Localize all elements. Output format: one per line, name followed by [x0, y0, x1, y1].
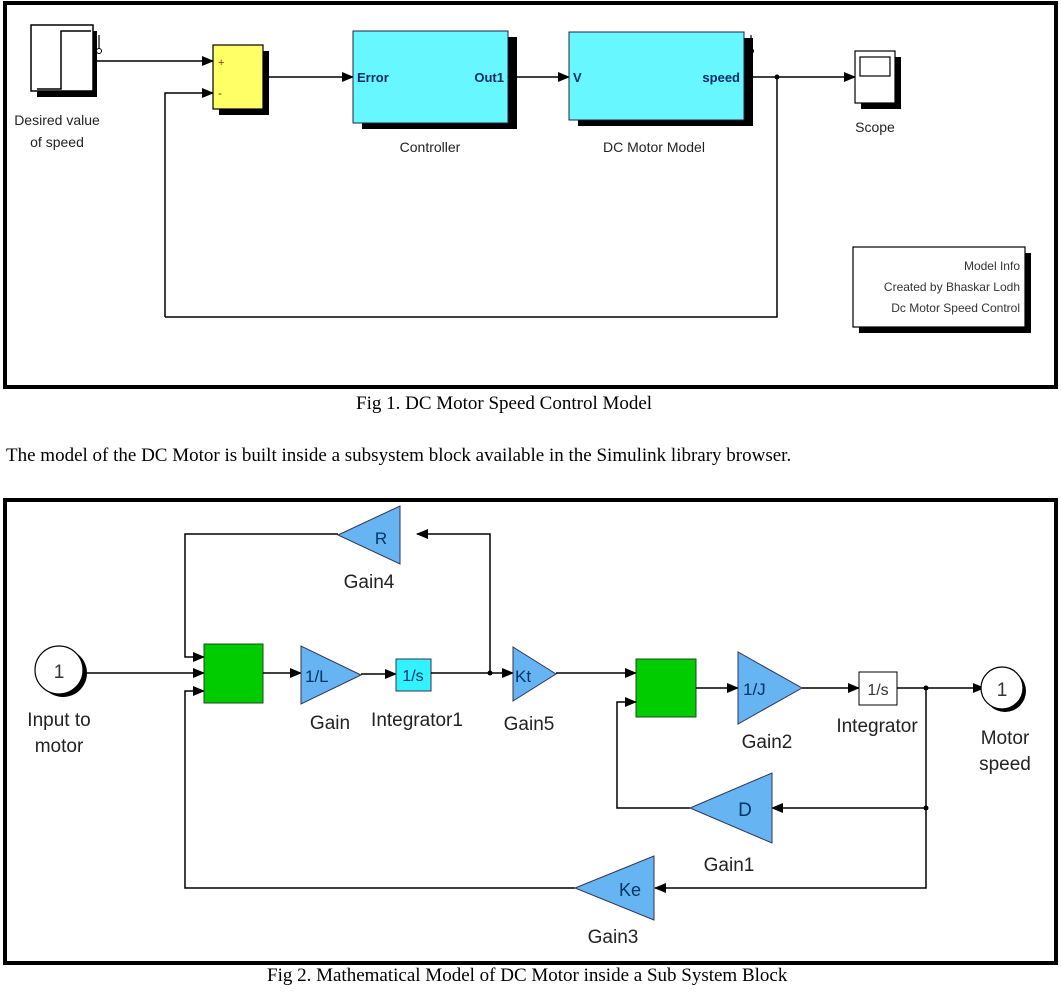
controller-block[interactable] — [352, 30, 517, 129]
signal-gain4-to-sum1 — [184, 533, 338, 662]
gain1-value: D — [738, 800, 752, 821]
figure-2-caption: Fig 2. Mathematical Model of DC Motor in… — [267, 965, 788, 986]
branch-point-speed-2 — [923, 805, 929, 811]
gain2-value: 1/J — [743, 680, 766, 699]
gain5-label: Gain5 — [504, 714, 555, 735]
controller-label: Controller — [400, 139, 461, 155]
integrator1-label: Integrator1 — [371, 710, 463, 731]
gain2-label: Gain2 — [742, 732, 793, 753]
figure-1-diagram: Desired value of speed + - Error Out1 Co… — [14, 24, 1031, 333]
controller-out-port: Out1 — [474, 70, 504, 85]
outport-label-line2: speed — [979, 754, 1031, 775]
gain4-block[interactable] — [336, 505, 401, 565]
model-info-line3: Dc Motor Speed Control — [891, 301, 1020, 315]
gain3-block[interactable] — [573, 855, 655, 921]
gain4-value: R — [375, 529, 387, 548]
inport-label-line1: Input to — [27, 710, 90, 731]
signal-gain3-to-sum1 — [184, 686, 575, 889]
step-label-line2: of speed — [30, 134, 84, 150]
integrator-value: 1/s — [867, 682, 888, 699]
gain-label: Gain — [310, 713, 350, 734]
gain3-label: Gain3 — [588, 927, 639, 948]
branch-point — [774, 74, 780, 80]
sum1-block[interactable] — [203, 643, 264, 704]
step-label-line1: Desired value — [14, 112, 100, 128]
gain1-label: Gain1 — [704, 855, 755, 876]
outport-number: 1 — [997, 680, 1008, 701]
model-info-block[interactable] — [852, 246, 1031, 333]
outport-label-line1: Motor — [981, 728, 1030, 749]
figure-1-caption: Fig 1. DC Motor Speed Control Model — [356, 393, 653, 414]
dc-motor-model-block[interactable] — [568, 31, 754, 126]
body-paragraph: The model of the DC Motor is built insid… — [6, 445, 792, 466]
integrator-label: Integrator — [836, 716, 918, 737]
controller-in-port: Error — [357, 70, 389, 85]
gain1-block[interactable] — [688, 772, 773, 844]
signal-feedback-to-sum — [164, 88, 214, 317]
signal-feedback-path — [165, 77, 778, 318]
scope-block[interactable] — [854, 50, 901, 109]
figure-2-canvas: 1 Input to motor 1/L Gain 1/s Integrator… — [3, 498, 1058, 965]
model-info-line1: Model Info — [964, 259, 1020, 273]
signal-speed-to-gain3 — [654, 688, 927, 893]
gain-block[interactable] — [300, 645, 363, 705]
motor-label: DC Motor Model — [603, 139, 705, 155]
gain5-value: Kt — [515, 667, 531, 686]
figure-2-diagram: 1 Input to motor 1/L Gain 1/s Integrator… — [27, 505, 1031, 948]
sum-block[interactable] — [212, 44, 269, 115]
inport-number: 1 — [54, 662, 65, 683]
inport-label-line2: motor — [35, 736, 84, 757]
gain-value: 1/L — [305, 667, 329, 686]
signal-to-gain4 — [416, 529, 491, 673]
integrator1-block[interactable] — [395, 658, 432, 692]
gain5-block[interactable] — [512, 646, 557, 702]
gain2-block[interactable] — [737, 651, 804, 725]
branch-point-current — [487, 670, 493, 676]
sum2-block[interactable] — [635, 658, 697, 718]
gain3-value: Ke — [619, 880, 641, 900]
signal-gain1-to-sum2 — [616, 697, 690, 809]
scope-label: Scope — [855, 119, 895, 135]
gain4-label: Gain4 — [344, 572, 395, 593]
figure-1-canvas: Desired value of speed + - Error Out1 Co… — [3, 1, 1058, 389]
motor-in-port: V — [573, 70, 582, 85]
outport-block[interactable] — [980, 666, 1026, 712]
model-info-line2: Created by Bhaskar Lodh — [884, 280, 1020, 294]
motor-out-port: speed — [702, 70, 740, 85]
inport-block[interactable] — [34, 645, 87, 697]
step-block[interactable] — [30, 24, 102, 97]
sum-minus-sign: - — [218, 86, 222, 100]
integrator1-value: 1/s — [402, 668, 423, 685]
sum-plus-sign: + — [218, 57, 224, 69]
